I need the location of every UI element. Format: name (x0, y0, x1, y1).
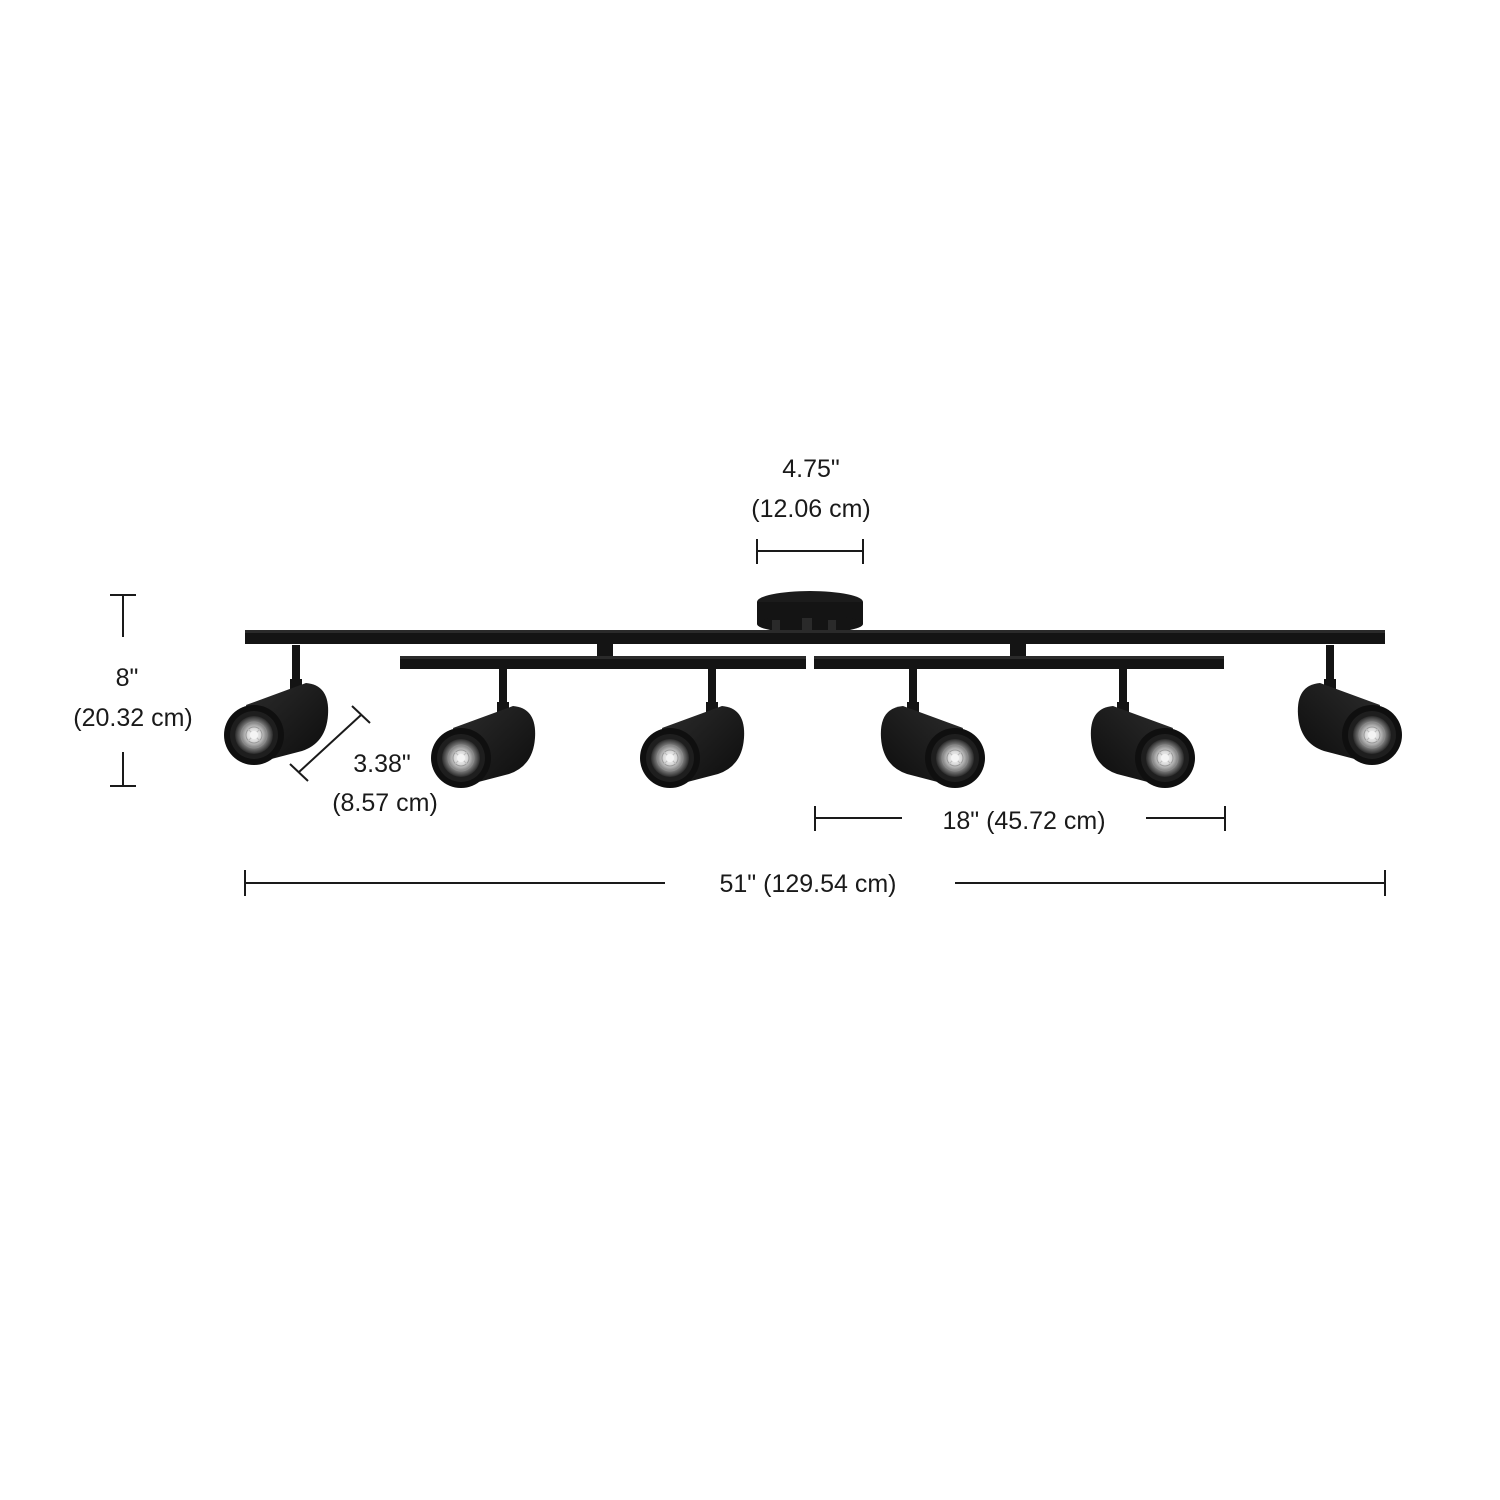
spot-spacing-dimension: 18" (45.72 cm) (814, 806, 1226, 835)
shade-diameter-dimension: 3.38" (8.57 cm) (289, 705, 438, 817)
height-metric: (20.32 cm) (73, 704, 192, 732)
spotlight-head (639, 667, 745, 789)
lower-track-rail-right (814, 656, 1224, 669)
spot-spacing-label: 18" (45.72 cm) (942, 807, 1105, 835)
main-track-rail (245, 630, 1385, 644)
spotlight-head (223, 644, 329, 766)
spotlight-head (880, 667, 986, 789)
rail-connector (1010, 644, 1026, 658)
spotlight-head (1090, 667, 1196, 789)
overall-length-dimension: 51" (129.54 cm) (244, 870, 1386, 898)
canopy-width-dimension: 4.75" (12.06 cm) (751, 455, 871, 564)
lower-track-rail-left (400, 656, 806, 669)
spotlight-head (430, 667, 536, 789)
spotlight-head (1297, 644, 1403, 766)
canopy-width-metric: (12.06 cm) (751, 495, 870, 523)
canopy-width-imperial: 4.75" (782, 455, 840, 483)
height-dimension: 8" (20.32 cm) (73, 594, 193, 787)
track-fixture (223, 591, 1403, 789)
rail-connector (597, 644, 613, 658)
shade-diameter-metric: (8.57 cm) (332, 789, 438, 817)
height-imperial: 8" (116, 664, 139, 692)
overall-length-label: 51" (129.54 cm) (719, 870, 896, 898)
ceiling-canopy (757, 591, 863, 633)
shade-diameter-imperial: 3.38" (353, 750, 411, 778)
